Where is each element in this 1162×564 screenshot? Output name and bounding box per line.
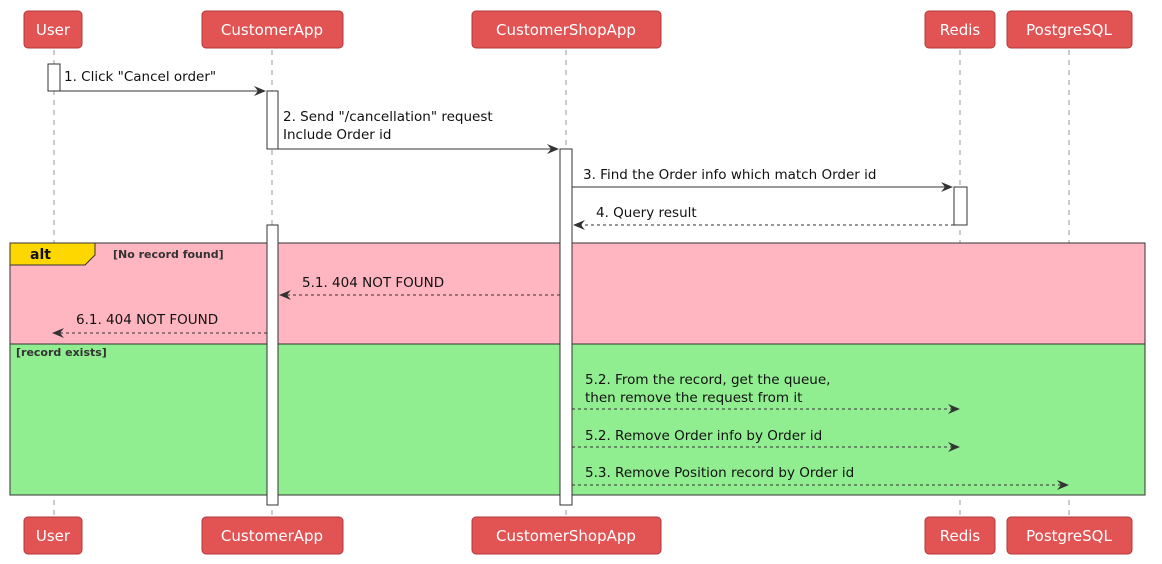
message-label-5-2b: 5.2. Remove Order info by Order id xyxy=(585,428,822,444)
participants-bottom: User CustomerApp CustomerShopApp Redis P… xyxy=(23,516,1133,555)
message-label-3: 3. Find the Order info which match Order… xyxy=(583,167,876,183)
messages: 1. Click "Cancel order" 2. Send "/cancel… xyxy=(52,69,1069,490)
activation-customer-app-2 xyxy=(266,224,279,506)
activation-user xyxy=(47,63,61,92)
alt-condition-record-exists: [record exists] xyxy=(16,346,107,359)
svg-text:CustomerApp: CustomerApp xyxy=(221,527,323,545)
svg-text:Redis: Redis xyxy=(940,527,981,545)
participants-top: User CustomerApp CustomerShopApp Redis P… xyxy=(23,10,1133,49)
message-label-5-3: 5.3. Remove Position record by Order id xyxy=(585,465,854,481)
participant-customer-shop-app-bottom: CustomerShopApp xyxy=(471,516,662,555)
svg-text:PostgreSQL: PostgreSQL xyxy=(1026,527,1112,545)
participant-redis-top: Redis xyxy=(924,10,996,49)
alt-condition-no-record: [No record found] xyxy=(113,248,224,261)
message-label-1: 1. Click "Cancel order" xyxy=(64,69,216,85)
alt-label: alt xyxy=(30,247,51,263)
activation-customer-shop-app xyxy=(559,148,573,506)
svg-text:PostgreSQL: PostgreSQL xyxy=(1026,21,1112,39)
participant-customer-app-top: CustomerApp xyxy=(201,10,344,49)
participant-customer-shop-app-top: CustomerShopApp xyxy=(471,10,662,49)
alt-label-box xyxy=(9,242,96,266)
participant-postgresql-bottom: PostgreSQL xyxy=(1006,516,1133,555)
message-label-6-1: 6.1. 404 NOT FOUND xyxy=(76,312,218,328)
message-label-2-line1: 2. Send "/cancellation" request xyxy=(283,109,493,125)
alt-branch-record-exists xyxy=(9,343,1146,496)
alt-fragment: alt [No record found] [record exists] xyxy=(9,242,1146,496)
participant-customer-app-bottom: CustomerApp xyxy=(201,516,344,555)
message-label-2-line2: Include Order id xyxy=(283,127,391,143)
svg-text:Redis: Redis xyxy=(940,21,981,39)
message-label-5-2a-line2: then remove the request from it xyxy=(585,390,802,406)
alt-branch-no-record xyxy=(9,242,1146,345)
participant-redis-bottom: Redis xyxy=(924,516,996,555)
participant-user-top: User xyxy=(23,10,83,49)
message-label-5-1: 5.1. 404 NOT FOUND xyxy=(302,275,444,291)
participant-user-bottom: User xyxy=(23,516,83,555)
svg-text:CustomerApp: CustomerApp xyxy=(221,21,323,39)
participant-postgresql-top: PostgreSQL xyxy=(1006,10,1133,49)
svg-text:User: User xyxy=(36,21,71,39)
svg-text:CustomerShopApp: CustomerShopApp xyxy=(496,21,636,39)
activations xyxy=(47,63,968,506)
svg-text:CustomerShopApp: CustomerShopApp xyxy=(496,527,636,545)
svg-text:User: User xyxy=(36,527,71,545)
activation-customer-app-1 xyxy=(266,90,279,150)
activation-redis xyxy=(953,186,968,226)
message-label-4: 4. Query result xyxy=(596,205,697,221)
message-label-5-2a-line1: 5.2. From the record, get the queue, xyxy=(585,372,830,388)
